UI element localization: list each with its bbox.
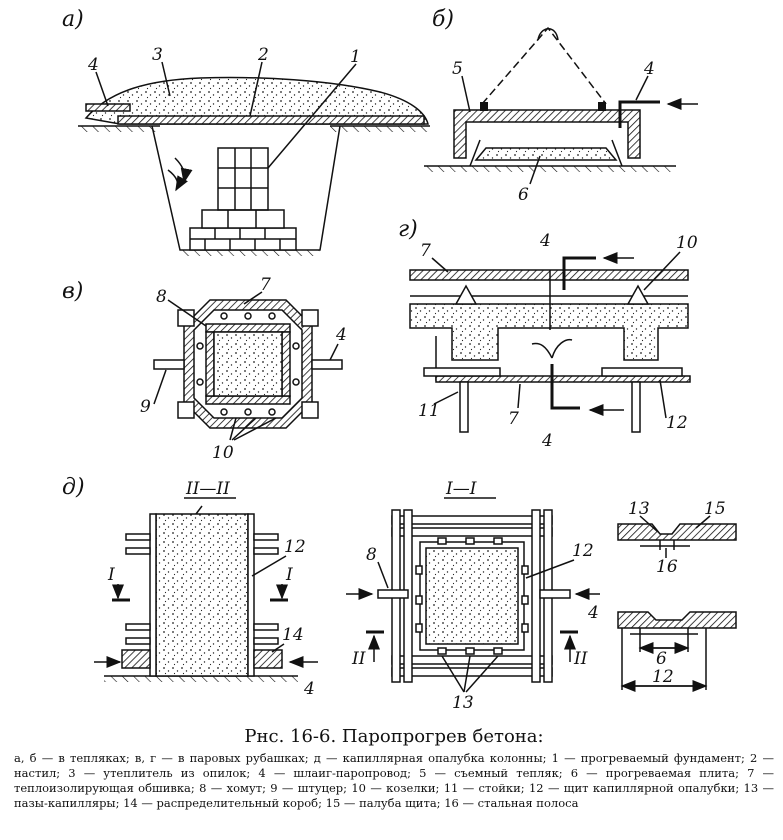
panel-g: г) 7 4 10 11 7 4 12 (398, 217, 698, 451)
callout-16: 16 (656, 557, 678, 577)
callout-1: 1 (350, 47, 361, 67)
callout-4-b: 4 (643, 59, 655, 79)
callout-15: 15 (704, 499, 726, 519)
callout-8-d: 8 (366, 545, 377, 565)
dimension-inner: 6 (656, 649, 667, 669)
figure-caption: Рнс. 16-6. Паропрогрев бетона: а, б — в … (14, 726, 774, 811)
section-mark-II-left: II (351, 649, 366, 669)
dimension-outer: 12 (652, 667, 674, 687)
callout-13-detail: 13 (628, 499, 650, 519)
callout-4-d-left: 4 (303, 679, 315, 699)
callout-8: 8 (156, 287, 167, 307)
callout-9: 9 (140, 397, 151, 417)
callout-2: 2 (257, 45, 269, 65)
panel-label-v: в) (62, 279, 83, 304)
steam-curing-figure: а) 4 3 2 1 (62, 7, 737, 713)
callout-12-g: 12 (666, 413, 688, 433)
section-mark-I-right: I (285, 565, 293, 585)
section-mark-I-left: I (107, 565, 115, 585)
callout-6: 6 (518, 185, 529, 205)
panel-label-b: б) (432, 7, 454, 32)
panel-d: д) II—II I I 12 14 4 (62, 475, 737, 713)
callout-14: 14 (282, 625, 304, 645)
callout-4-a: 4 (87, 55, 99, 75)
callout-4-v: 4 (335, 325, 347, 345)
callout-11: 11 (418, 401, 440, 421)
callout-4-d-right: 4 (587, 603, 599, 623)
callout-13-d: 13 (452, 693, 474, 713)
section-I-I-title: I—I (445, 479, 477, 499)
callout-10-g: 10 (676, 233, 698, 253)
panel-label-a: а) (62, 7, 84, 32)
caption-legend: а, б — в тепляках; в, г — в паровых руба… (14, 751, 774, 810)
callout-12-d-left: 12 (284, 537, 306, 557)
callout-12-d-right: 12 (572, 541, 594, 561)
callout-7-v: 7 (260, 275, 271, 295)
callout-7-g-bottom: 7 (508, 409, 519, 429)
panel-v: в) 8 7 4 9 10 (62, 275, 347, 463)
callout-4-g-bottom: 4 (541, 431, 553, 451)
section-mark-II-right: II (573, 649, 588, 669)
panel-label-d: д) (62, 475, 85, 500)
caption-title: Рнс. 16-6. Паропрогрев бетона: (244, 726, 544, 747)
callout-7-g: 7 (420, 241, 431, 261)
panel-label-g: г) (398, 217, 418, 242)
callout-4-g-top: 4 (539, 231, 551, 251)
panel-a: а) 4 3 2 1 (62, 7, 430, 256)
section-II-II-title: II—II (185, 479, 230, 499)
callout-10-v: 10 (212, 443, 234, 463)
panel-b: б) 5 4 6 (424, 7, 698, 205)
callout-5: 5 (452, 59, 463, 79)
callout-3: 3 (152, 45, 163, 65)
